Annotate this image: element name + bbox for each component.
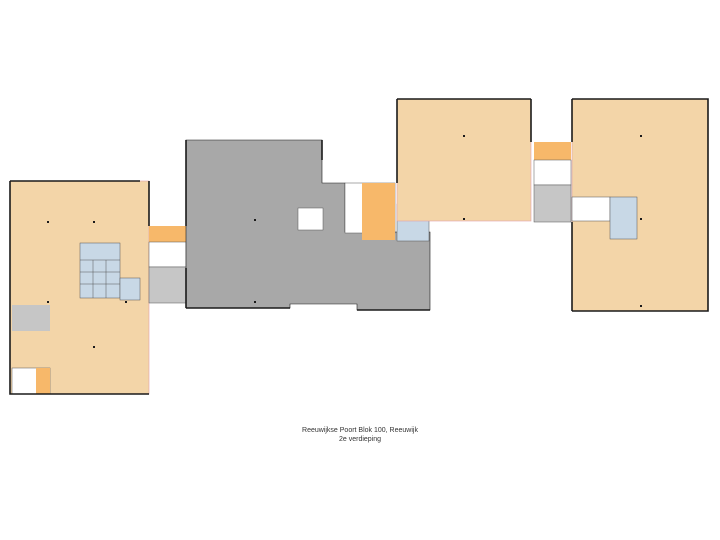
left-connector-stair [149,226,186,242]
caption-floor: 2e verdieping [338,436,382,443]
right-connector-stairs [533,159,572,186]
right-wing [571,98,709,312]
middle-office-area [396,98,532,222]
left-connector-core [148,266,187,304]
right-connector [533,142,572,223]
right-connector-stair [534,142,571,160]
left-wing [9,180,150,395]
central-stair-orange [362,183,395,240]
left-stair-landing [36,368,50,394]
right-sanitary [609,196,638,240]
left-sanitary-block [79,242,121,299]
left-connector [148,226,187,304]
left-sanitary-small [119,277,141,301]
middle-wing [396,98,532,222]
columns [47,135,642,348]
right-connector-core [533,184,572,223]
central-hall [185,139,431,311]
right-core [571,196,611,222]
central-lift [297,207,324,231]
left-connector-stairs [148,241,187,268]
caption-address: Reeuwijkse Poort Blok 100, Reeuwijk [302,427,418,434]
left-core-lower [12,305,50,331]
walls [9,98,709,395]
